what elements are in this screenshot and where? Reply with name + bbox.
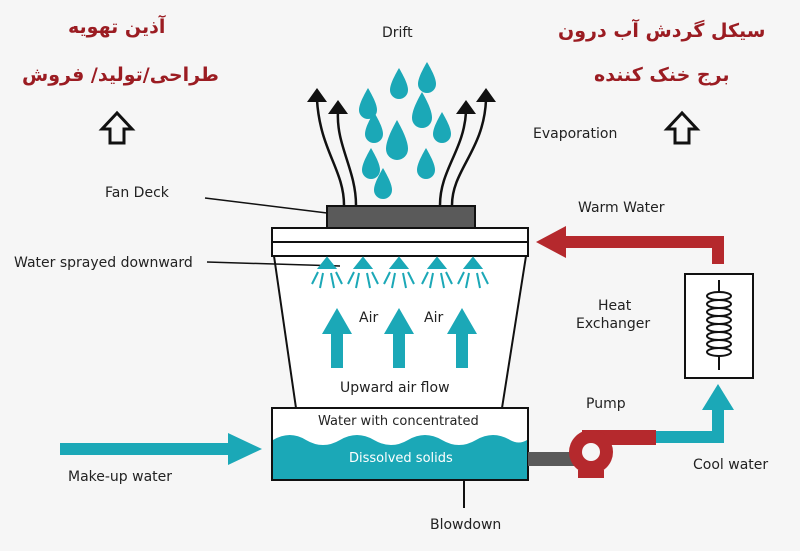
cool-water-label: Cool water: [693, 457, 769, 473]
up-arrow-icon: [384, 308, 414, 368]
tower-top-plate: [271, 227, 529, 243]
water-drop-icon: [418, 62, 436, 93]
spray-nozzle-icon: [457, 256, 489, 289]
pump-pipe: [528, 452, 574, 466]
evaporation-label: Evaporation: [533, 126, 618, 142]
water-drop-icon: [417, 148, 435, 179]
persian-left-line2: طراحی/تولید/ فروش: [22, 64, 219, 86]
evaporation-arrowheads: [307, 88, 496, 114]
drift-label: Drift: [382, 25, 413, 41]
water-drop-icon: [433, 112, 451, 143]
spray-nozzle-icon: [347, 256, 379, 289]
water-drop-icon: [390, 68, 408, 99]
fan-deck-label: Fan Deck: [105, 185, 169, 201]
blowdown-label: Blowdown: [430, 517, 502, 533]
evaporation-arrows: [315, 99, 488, 206]
dissolved-solids-label: Dissolved solids: [349, 451, 453, 466]
make-up-water-arrow: [60, 433, 262, 465]
cool-water-arrow: [656, 406, 724, 443]
water-drop-icon: [374, 168, 392, 199]
tower-spray-plate: [271, 241, 529, 257]
up-arrow-icon: [98, 110, 136, 145]
water-drop-icon: [386, 120, 408, 160]
water-drop-icon: [362, 148, 380, 179]
water-drop-icon: [359, 88, 377, 119]
spray-nozzles: [311, 256, 489, 289]
spray-nozzle-icon: [311, 256, 343, 289]
up-arrow-icon: [447, 308, 477, 368]
spray-nozzle-icon: [383, 256, 415, 289]
water-concentrated-label: Water with concentrated: [318, 414, 479, 429]
warm-water-arrow: [564, 236, 724, 264]
pump-label: Pump: [586, 396, 626, 412]
fan-deck: [326, 205, 476, 229]
water-drop-icon: [412, 92, 432, 128]
pump-icon: [569, 430, 656, 478]
heat-exchanger-label-2: Exchanger: [576, 316, 651, 332]
up-arrow-icon: [663, 110, 701, 145]
air-label-left: Air: [359, 310, 379, 326]
persian-right-line2: برج خنک کننده: [594, 64, 730, 86]
persian-left-line1: آذین تهویه: [68, 16, 166, 38]
heat-exchanger-label-1: Heat: [598, 298, 632, 314]
warm-water-label: Warm Water: [578, 200, 665, 216]
coil-icon: [706, 280, 732, 370]
water-sprayed-label: Water sprayed downward: [14, 255, 193, 271]
drift-droplets: [359, 62, 451, 199]
spray-nozzle-icon: [421, 256, 453, 289]
make-up-water-label: Make-up water: [68, 469, 173, 485]
water-drop-icon: [365, 112, 383, 143]
up-arrow-icon: [322, 308, 352, 368]
persian-right-line1: سیکل گردش آب درون: [558, 20, 766, 42]
air-arrows: [322, 308, 477, 368]
basin-water: [273, 435, 527, 479]
upward-air-flow-label: Upward air flow: [340, 380, 450, 396]
air-label-right: Air: [424, 310, 444, 326]
